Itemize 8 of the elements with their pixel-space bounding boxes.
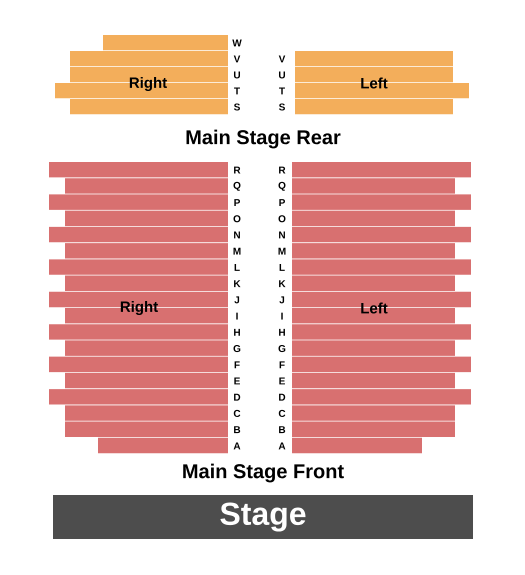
section-heading: Main Stage Rear — [186, 130, 340, 148]
row-letter: V — [278, 56, 286, 62]
section-heading: Main Stage Front — [183, 464, 344, 482]
row-letter: S — [278, 103, 285, 111]
row-letter: I — [281, 312, 283, 320]
stage: Stage — [53, 495, 473, 539]
row-letter: U — [279, 72, 285, 78]
row-letter: T — [279, 88, 285, 94]
